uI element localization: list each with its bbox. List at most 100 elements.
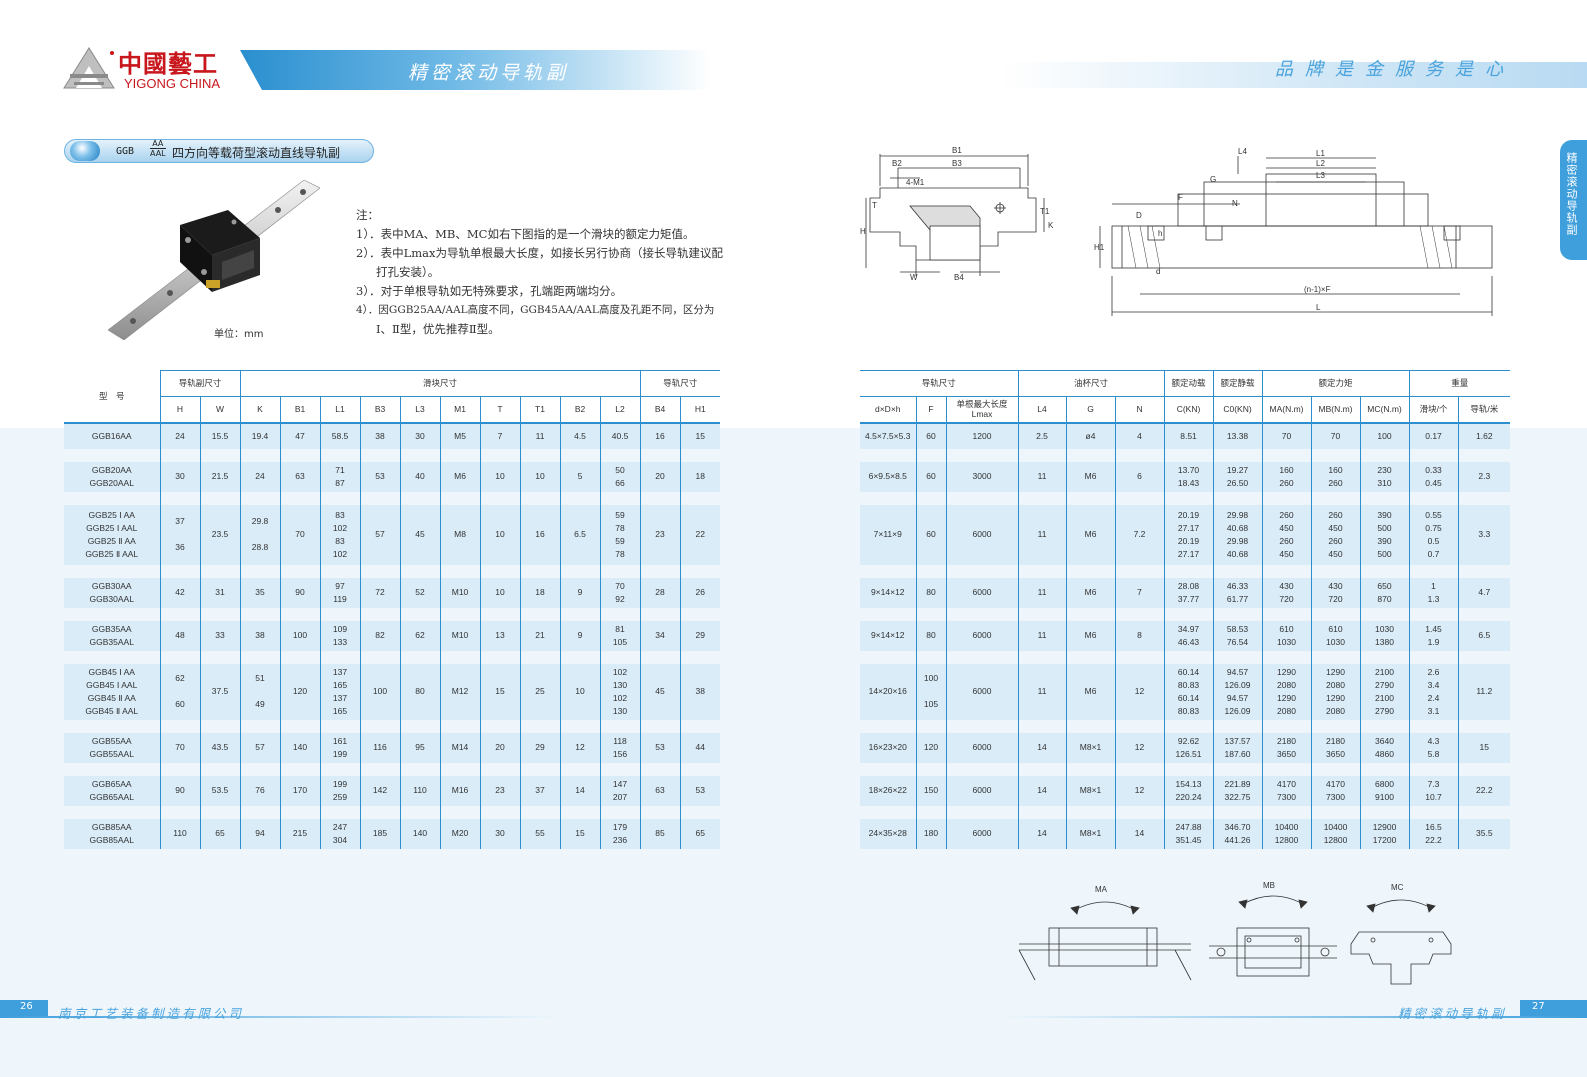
gap-cell — [1213, 448, 1263, 462]
model-name: GGB30AA — [91, 580, 132, 591]
gap-cell — [680, 806, 720, 819]
spec-cell: 11 — [1018, 577, 1067, 608]
gap-cell — [240, 564, 281, 578]
gap-cell — [400, 719, 441, 733]
gap-cell — [680, 565, 720, 578]
spec-cell: 154.13 220.24 — [1164, 775, 1214, 806]
gap-cell — [1213, 805, 1263, 819]
note-line: 3）．对于单根导轨如无特殊要求，孔端距两端均分。 — [356, 284, 623, 298]
gap-cell — [520, 491, 561, 505]
spec-cell: 24×35×28 — [860, 818, 917, 849]
model-name: GGB30AAL — [89, 593, 134, 604]
spec-cell: 62 — [400, 620, 441, 651]
gap-cell — [916, 719, 947, 733]
spec-cell: 10 — [480, 504, 521, 565]
spec-cell: 1.45 1.9 — [1409, 620, 1459, 651]
spec-cell: M10 — [440, 620, 481, 651]
gap-cell — [480, 805, 521, 819]
col-header-w: W — [200, 396, 241, 424]
spec-cell: 70 92 — [600, 577, 641, 608]
gap-cell — [1409, 564, 1459, 578]
footer-left-line — [0, 1016, 560, 1018]
spec-cell: 11 — [1018, 620, 1067, 651]
col-header-12: 导轨/米 — [1458, 396, 1511, 424]
gap-cell — [320, 448, 361, 462]
gap-cell — [946, 607, 1019, 621]
spec-cell: M20 — [440, 818, 481, 849]
spec-cell: 3640 4860 — [1360, 732, 1410, 763]
gap-cell — [640, 448, 681, 462]
spec-cell: 28.08 37.77 — [1164, 577, 1214, 608]
spec-cell: 15 — [680, 422, 721, 449]
spec-cell: M6 — [1066, 663, 1116, 720]
header-band — [240, 50, 710, 90]
spec-cell: 100 — [360, 663, 401, 720]
spec-cell: 63 — [280, 461, 321, 492]
gap-cell — [560, 650, 601, 664]
gap-cell — [440, 491, 481, 505]
spec-cell: 2.3 — [1458, 461, 1511, 492]
gap-cell — [1409, 805, 1459, 819]
gap-cell — [1311, 564, 1361, 578]
gap-cell — [320, 607, 361, 621]
gap-cell — [240, 805, 281, 819]
gap-cell — [64, 719, 161, 733]
col-header-11: 滑块/个 — [1409, 396, 1459, 424]
spec-cell: 10 — [480, 461, 521, 492]
spec-cell: 38 — [240, 620, 281, 651]
spec-cell: 52 — [400, 577, 441, 608]
spec-cell: 140 — [400, 818, 441, 849]
gap-cell — [64, 762, 161, 776]
spec-cell: M8×1 — [1066, 775, 1116, 806]
notes: 注： 1）．表中MA、MB、MC如右下图指的是一个滑块的额定力矩值。 2）．表中… — [356, 206, 736, 339]
model-name: GGB20AAL — [89, 477, 134, 488]
spec-cell: 18 — [520, 577, 561, 608]
gap-cell — [480, 448, 521, 462]
gap-cell — [916, 607, 947, 621]
spec-cell: 34 — [640, 620, 681, 651]
gap-cell — [600, 805, 641, 819]
spec-cell: 34.97 46.43 — [1164, 620, 1214, 651]
spec-cell: 37.5 — [200, 663, 241, 720]
spec-cell: 179 236 — [600, 818, 641, 849]
spec-cell: 80 — [916, 577, 947, 608]
spec-cell: 85 — [640, 818, 681, 849]
spec-cell: 120 — [280, 663, 321, 720]
spec-cell: 1290 2080 1290 2080 — [1311, 663, 1361, 720]
gap-cell — [1262, 491, 1312, 505]
company-name: 南京工艺装备制造有限公司 — [58, 1006, 245, 1021]
footer-left-tab — [0, 1000, 48, 1016]
spec-cell: 70 — [280, 504, 321, 565]
spec-cell: 109 133 — [320, 620, 361, 651]
gap-cell — [200, 805, 241, 819]
gap-cell — [560, 564, 601, 578]
gap-cell — [1409, 448, 1459, 462]
logo-english-text: YIGONG CHINA — [124, 76, 221, 91]
spec-cell: 19.4 — [240, 422, 281, 449]
spec-cell: 20.19 27.17 20.19 27.17 — [1164, 504, 1214, 565]
header-group-static-load: 额定静载 — [1213, 370, 1263, 397]
spec-cell: 14×20×16 — [860, 663, 917, 720]
gap-cell — [400, 805, 441, 819]
spec-cell: 57 — [360, 504, 401, 565]
spec-cell: 2180 3650 — [1311, 732, 1361, 763]
gap-cell — [200, 762, 241, 776]
note-line: 注： — [356, 208, 379, 222]
gap-cell — [1115, 607, 1165, 621]
spec-cell: 23 — [480, 775, 521, 806]
spec-cell: 60 — [916, 461, 947, 492]
gap-cell — [1409, 762, 1459, 776]
gap-cell — [1115, 448, 1165, 462]
section-title: 四方向等载荷型滚动直线导轨副 — [172, 146, 341, 160]
spec-cell: 9×14×12 — [860, 577, 917, 608]
gap-cell — [1360, 762, 1410, 776]
spec-cell: 215 — [280, 818, 321, 849]
gap-cell — [680, 720, 720, 733]
spec-cell: 160 260 — [1262, 461, 1312, 492]
